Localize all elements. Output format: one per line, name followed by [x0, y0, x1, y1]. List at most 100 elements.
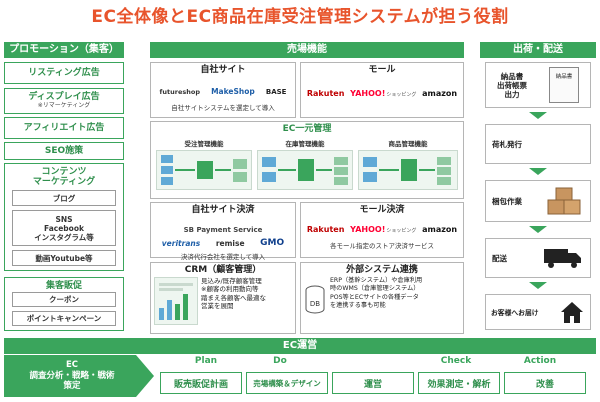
crm-line-2: ※顧客の利用動向等	[201, 285, 259, 294]
ops-step-action: 改善	[504, 372, 586, 394]
own-site-panel: 自社サイト futureshop MakeShop BASE 自社サイトシステム…	[150, 62, 296, 118]
invoice-document-icon: 納品書	[549, 67, 579, 103]
blog-box: ブログ	[12, 190, 116, 206]
shipping-pack-label: 梱包作業	[492, 196, 522, 206]
shipping-arrival-label: お客様へお届け	[491, 309, 539, 317]
seo-box: SEO施策	[4, 142, 124, 160]
youtube-label: 動画Youtube等	[35, 253, 93, 263]
affiliate-ad-label: アフィリエイト広告	[23, 122, 105, 133]
shipping-header: 出荷・配送	[480, 42, 596, 58]
ops-step-check-label: 効果測定・解析	[427, 379, 491, 390]
youtube-box: 動画Youtube等	[12, 250, 116, 266]
remise-logo: remise	[215, 238, 245, 248]
mall-payment-rakuten-logo: Rakuten	[306, 225, 345, 234]
order-management-panel: 受注管理機能	[156, 138, 252, 190]
inventory-management-label: 在庫管理機能	[285, 140, 325, 148]
external-line-2: 時のWMS（倉庫管理システム）	[330, 285, 420, 293]
crm-line-4: 営業を展開	[201, 302, 234, 311]
ops-step-action-label: 改善	[535, 379, 554, 390]
crm-dashboard-thumbnail	[154, 277, 198, 325]
cardboard-boxes-icon	[547, 187, 581, 215]
own-site-caption: 自社サイトシステムを選定して導入	[171, 104, 275, 112]
shipping-pack-step: 梱包作業	[485, 180, 591, 222]
pdca-action: Action	[523, 356, 557, 366]
affiliate-ad-box: アフィリエイト広告	[4, 117, 124, 139]
display-ad-sub: ※リマーケティング	[37, 101, 91, 109]
listing-ad-box: リスティング広告	[4, 62, 124, 84]
makeshop-logo: MakeShop	[211, 87, 255, 96]
shipping-tag-step: 荷札発行	[485, 124, 591, 164]
mall-payment-amazon-logo: amazon	[422, 225, 458, 234]
page-title: EC全体像とEC商品在庫受注管理システムが担う役割	[91, 7, 509, 27]
inventory-management-panel: 在庫管理機能	[257, 138, 353, 190]
inventory-flow-icon	[262, 157, 348, 185]
ops-strategy-box: EC 調査分析・戦略・戦術 策定	[4, 355, 154, 397]
promotion-header: プロモーション（集客）	[4, 42, 124, 58]
own-site-title: 自社サイト	[200, 65, 246, 75]
ops-step-check: 効果測定・解析	[418, 372, 500, 394]
sns-box: SNS Facebook インスタグラム等	[12, 210, 116, 246]
display-ad-label: ディスプレイ広告	[28, 92, 100, 103]
amazon-logo: amazon	[422, 89, 458, 98]
veritrans-logo: veritrans	[161, 238, 201, 248]
crm-line-1: 見込み/既存顧客管理	[201, 277, 262, 285]
external-panel: 外部システム連携 DB ERP（基幹システム）や倉庫利用 時のWMS（倉庫管理シ…	[300, 262, 464, 334]
external-line-4: を連携する事も可能	[330, 302, 386, 310]
crm-chart-icon	[159, 283, 193, 320]
ops-step-plan: 販売販促計画	[160, 372, 242, 394]
product-management-diagram	[358, 150, 458, 190]
ops-step-do: 売場構築＆デザイン	[246, 372, 328, 394]
mall-title: モール	[368, 65, 396, 75]
ops-step-run-label: 運営	[363, 379, 382, 390]
house-icon	[561, 302, 583, 323]
sns-label: SNS Facebook インスタグラム等	[34, 214, 94, 242]
crm-panel: CRM（顧客管理） 見込み/既存顧客管理 ※顧客の利用動向等 踏まえ各顧客へ最適…	[150, 262, 296, 334]
content-marketing-label: コンテンツ マーケティング	[32, 167, 96, 188]
display-ad-box: ディスプレイ広告 ※リマーケティング	[4, 88, 124, 114]
shipping-delivery-label: 配送	[492, 253, 507, 263]
coupon-label: クーポン	[49, 295, 79, 304]
product-management-panel: 商品管理機能	[358, 138, 458, 190]
shipping-docs-step: 納品書 出荷帳票 出力 納品書	[485, 62, 591, 108]
point-campaign-label: ポイントキャンペーン	[26, 314, 102, 323]
yahoo-logo: YAHOO!	[350, 89, 386, 98]
mall-payment-yahoo-logo: YAHOO!	[350, 225, 386, 234]
ec-central-title: EC一元管理	[282, 124, 332, 134]
point-campaign-box: ポイントキャンペーン	[12, 311, 116, 326]
futureshop-logo: futureshop	[159, 87, 200, 96]
ops-step-plan-label: 販売販促計画	[173, 379, 228, 390]
truck-icon	[544, 249, 581, 268]
shipping-doc-label-1: 納品書	[500, 71, 524, 81]
external-line-3: POS等とECサイトの各種データ	[330, 293, 419, 301]
seo-label: SEO施策	[44, 145, 84, 156]
shipping-arrow-3-icon	[529, 226, 547, 233]
blog-label: ブログ	[52, 193, 76, 203]
own-payment-title: 自社サイト決済	[191, 205, 255, 215]
inventory-management-diagram	[257, 150, 353, 190]
pdca-check: Check	[440, 356, 472, 366]
ec-central-panel: EC一元管理 受注管理機能 在庫管理機能	[150, 121, 464, 199]
retention-header: 集客販促	[45, 281, 82, 291]
crm-title: CRM（顧客管理）	[184, 265, 262, 275]
mall-payment-panel: モール決済 Rakuten YAHOO! ショッピング amazon 各モール指…	[300, 202, 464, 258]
invoice-document-label: 納品書	[555, 74, 573, 80]
shipping-doc-label-3: 出力	[504, 89, 520, 99]
order-management-label: 受注管理機能	[184, 140, 224, 148]
coupon-box: クーポン	[12, 292, 116, 307]
shipping-doc-label-2: 出荷帳票	[497, 80, 527, 90]
external-title: 外部システム連携	[346, 265, 418, 275]
mall-payment-caption: 各モール指定のストア決済サービス	[330, 242, 434, 250]
database-icon: DB	[305, 285, 325, 314]
product-management-label: 商品管理機能	[388, 140, 428, 148]
shipping-tag-label: 荷札発行	[492, 139, 522, 149]
pdca-do: Do	[273, 356, 287, 366]
sales-header: 売場機能	[150, 42, 464, 58]
ops-header: EC運営	[4, 338, 596, 354]
own-payment-caption: 決済代行会社を選定して導入	[180, 253, 266, 261]
mall-payment-title: モール決済	[359, 205, 405, 215]
gmo-logo: GMO	[260, 238, 285, 248]
crm-line-3: 踏まえ各顧客へ最適な	[201, 293, 266, 302]
shipping-delivery-step: 配送	[485, 238, 591, 278]
shipping-arrow-4-icon	[529, 282, 547, 289]
product-flow-icon	[363, 157, 451, 185]
